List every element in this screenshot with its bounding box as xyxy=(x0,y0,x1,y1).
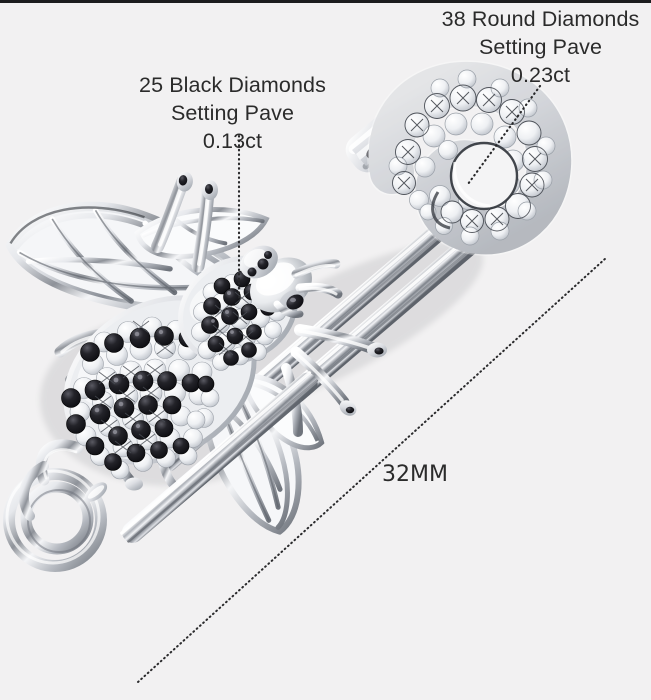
round-diamonds-line-1: 38 Round Diamonds xyxy=(441,7,640,31)
pin-bar-foreground xyxy=(120,371,318,543)
bee-head xyxy=(240,245,343,318)
top-edge-band xyxy=(0,0,651,3)
pave-hook-clasp xyxy=(367,60,573,256)
annotation-round-diamonds: 38 Round Diamonds Setting Pave 0.23ct xyxy=(430,6,651,90)
black-diamonds-line-1: 25 Black Diamonds xyxy=(139,73,326,97)
annotation-black-diamonds: 25 Black Diamonds Setting Pave 0.13ct xyxy=(120,72,345,156)
round-diamonds-line-3: 0.23ct xyxy=(510,62,571,87)
pin-coil-spring xyxy=(3,439,108,572)
size-dimension-line xyxy=(137,257,607,683)
hook-pave-stones xyxy=(388,69,556,246)
annotation-size-dimension: 32MM xyxy=(382,462,448,487)
round-diamonds-leader-line xyxy=(466,84,542,186)
round-diamonds-line-2: Setting Pave xyxy=(478,34,603,59)
black-diamonds-line-2: Setting Pave xyxy=(170,100,295,125)
black-diamonds-line-3: 0.13ct xyxy=(202,128,263,153)
